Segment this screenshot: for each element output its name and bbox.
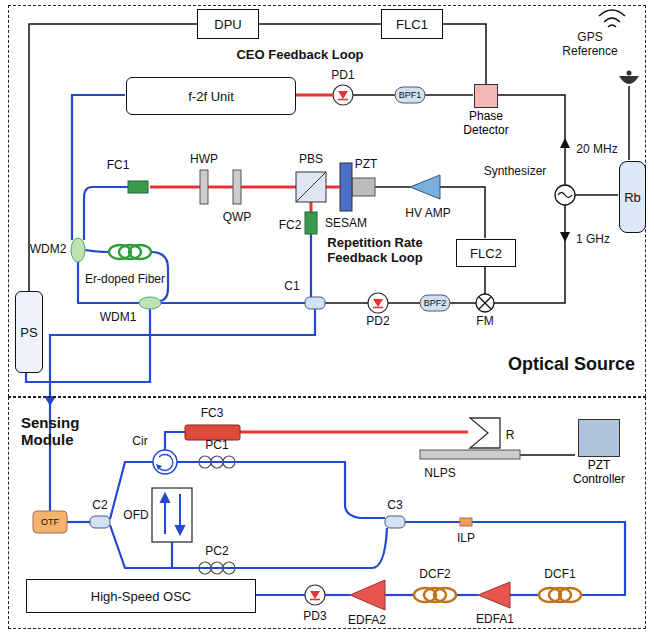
node-label: PS xyxy=(20,325,37,340)
part-label: QWP xyxy=(223,211,252,225)
node-label: Phase Detector xyxy=(449,110,523,138)
part-label: FC2 xyxy=(279,219,302,233)
node-label: PZT Controller xyxy=(561,459,637,487)
node-label: Sensing Module xyxy=(21,414,101,448)
node-label: High-Speed OSC xyxy=(91,589,191,604)
controller-box: PZT Controller xyxy=(561,419,637,487)
part-label: CEO Feedback Loop xyxy=(236,48,363,63)
part-label: PC2 xyxy=(205,545,228,559)
phase-detector: Phase Detector xyxy=(449,84,523,138)
node-label: Rb xyxy=(624,190,641,205)
part-label: WDM1 xyxy=(100,311,137,325)
part-label: C3 xyxy=(387,499,402,513)
part-label: FC3 xyxy=(201,407,224,421)
node-shape xyxy=(578,419,620,457)
node-label: FLC1 xyxy=(396,17,428,32)
oscilloscope-box: High-Speed OSC xyxy=(26,579,256,613)
part-label: PD1 xyxy=(331,69,354,83)
part-label: NLPS xyxy=(424,467,455,481)
node-label: FLC2 xyxy=(470,246,502,261)
part-label: Synthesizer xyxy=(484,165,547,179)
part-label: C1 xyxy=(284,280,299,294)
signal-wire xyxy=(443,24,486,84)
node-label: f-2f Unit xyxy=(188,89,234,104)
part-label: R xyxy=(506,429,515,443)
part-label: HWP xyxy=(190,153,218,167)
part-label: HV AMP xyxy=(405,207,450,221)
part-label: 1 GHz xyxy=(576,233,610,247)
part-label: OTF xyxy=(41,517,59,527)
part-label: WDM2 xyxy=(30,243,67,257)
part-label: BPF1 xyxy=(399,90,422,100)
part-label: Repetition Rate Feedback Loop xyxy=(316,236,434,266)
part-label: SESAM xyxy=(325,217,367,231)
unit-box: f-2f Unit xyxy=(126,77,296,115)
part-label: 20 MHz xyxy=(576,143,617,157)
part-label: FC1 xyxy=(107,159,130,173)
node-label: DPU xyxy=(214,17,241,32)
part-label: Er-doped Fiber xyxy=(85,273,165,287)
part-label: PC1 xyxy=(205,439,228,453)
part-label: EDFA1 xyxy=(476,613,514,627)
part-label: C2 xyxy=(92,499,107,513)
power-supply-box: PS xyxy=(15,291,43,373)
process-box: DPU xyxy=(197,9,259,39)
signal-wire xyxy=(29,24,197,291)
part-label: PD2 xyxy=(366,315,389,329)
signal-wire xyxy=(259,23,381,25)
part-label: PZT xyxy=(355,158,378,172)
part-label: GPS Reference xyxy=(559,31,621,59)
process-box: FLC1 xyxy=(381,9,443,39)
part-label: ILP xyxy=(457,532,475,546)
region-panel: Sensing ModulePZT ControllerHigh-Speed O… xyxy=(8,397,646,629)
node-shape xyxy=(474,84,498,108)
node-label: Optical Source xyxy=(508,354,635,375)
part-label: PD3 xyxy=(303,610,326,624)
region-panel: Optical Source DPU FLC1 f-2f UnitPhase Dete… xyxy=(8,5,646,397)
part-label: OFD xyxy=(123,509,148,523)
part-label: Cir xyxy=(132,435,147,449)
process-box: FLC2 xyxy=(456,239,516,267)
part-label: FM xyxy=(476,315,493,329)
rubidium-clock: Rb xyxy=(619,161,646,233)
part-label: DCF1 xyxy=(544,568,575,582)
part-label: PBS xyxy=(299,153,323,167)
part-label: DCF2 xyxy=(419,568,450,582)
part-label: BPF2 xyxy=(424,298,447,308)
part-label: EDFA2 xyxy=(348,614,386,628)
